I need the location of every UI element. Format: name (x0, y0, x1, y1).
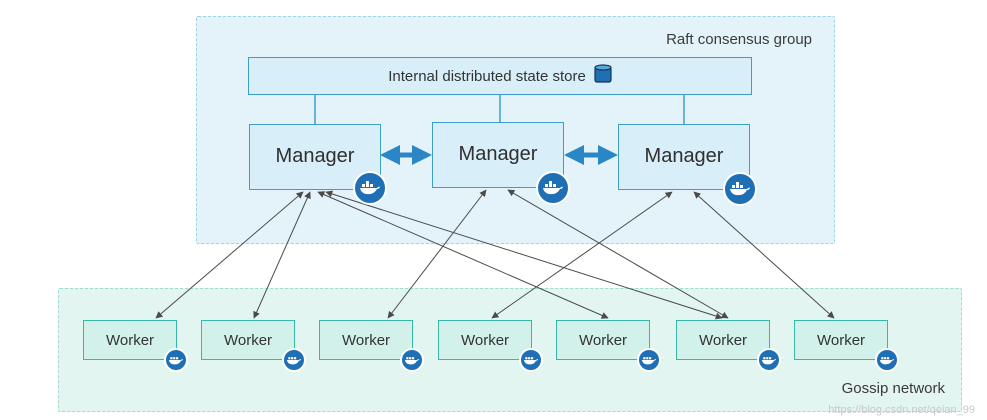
docker-whale-icon (637, 348, 661, 372)
m1-w5-link (317, 191, 609, 319)
worker-node-5: Worker (556, 320, 650, 360)
docker-whale-icon (353, 171, 387, 205)
docker-whale-icon (875, 348, 899, 372)
docker-whale-icon (536, 171, 570, 205)
state-store-box: Internal distributed state store (248, 57, 752, 95)
manager-label: Manager (644, 144, 724, 167)
worker-node-4: Worker (438, 320, 532, 360)
manager-label: Manager (275, 144, 355, 167)
worker-node-2: Worker (201, 320, 295, 360)
docker-whale-icon (400, 348, 424, 372)
m1-w2-link (253, 191, 311, 319)
watermark-url: https://blog.csdn.net/qeian_99 (828, 404, 975, 416)
m2-w6-link (507, 189, 729, 319)
m1-w1-link (155, 191, 304, 319)
worker-label: Worker (816, 331, 866, 349)
worker-label: Worker (460, 331, 510, 349)
raft-group-label: Raft consensus group (666, 31, 812, 48)
gossip-network-label: Gossip network (841, 380, 945, 397)
docker-whale-icon (723, 172, 757, 206)
worker-node-6: Worker (676, 320, 770, 360)
worker-node-7: Worker (794, 320, 888, 360)
worker-label: Worker (698, 331, 748, 349)
manager-label: Manager (458, 142, 538, 165)
worker-label: Worker (341, 331, 391, 349)
worker-node-3: Worker (319, 320, 413, 360)
worker-label: Worker (223, 331, 273, 349)
m2-w3-link (387, 189, 487, 319)
worker-label: Worker (105, 331, 155, 349)
m1-w6-link (325, 190, 723, 320)
worker-label: Worker (578, 331, 628, 349)
m3-w4-link (491, 191, 673, 319)
database-icon (594, 64, 612, 88)
state-store-label: Internal distributed state store (388, 67, 586, 85)
docker-whale-icon (164, 348, 188, 372)
m3-w7-link (693, 191, 835, 319)
docker-whale-icon (757, 348, 781, 372)
worker-node-1: Worker (83, 320, 177, 360)
docker-whale-icon (519, 348, 543, 372)
docker-whale-icon (282, 348, 306, 372)
